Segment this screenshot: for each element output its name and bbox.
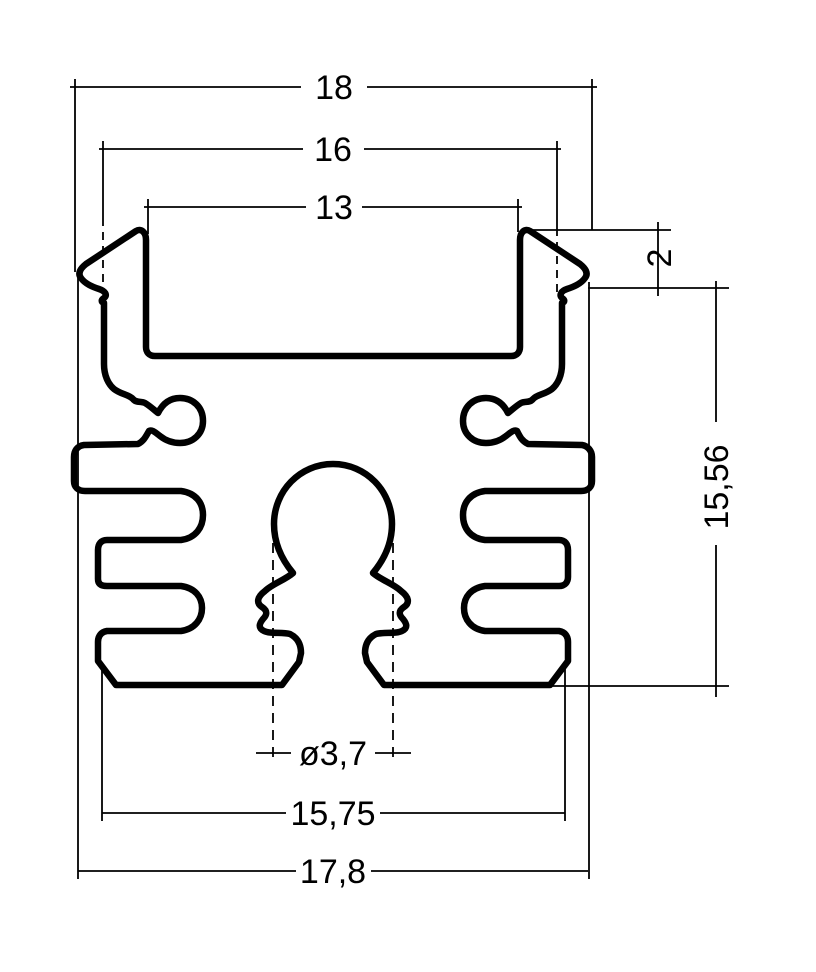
dimension-overall-width: 18 <box>70 69 597 272</box>
profile-outline-path <box>70 226 596 689</box>
dimension-channel-width: 13 <box>144 189 522 234</box>
dimension-base-width: 17,8 <box>77 277 590 891</box>
dimension-label-screw-hole-diameter: ø3,7 <box>299 735 367 773</box>
dimension-label-channel-width: 13 <box>315 189 353 227</box>
dimension-label-base-width: 17,8 <box>300 853 366 891</box>
dimension-screw-hole-diameter: ø3,7 <box>256 735 411 773</box>
dimension-label-overall-width: 18 <box>315 69 353 107</box>
dimension-fin-span: 15,75 <box>101 662 566 833</box>
dimension-label-profile-height: 15,56 <box>698 444 736 529</box>
dimension-label-wall-width: 16 <box>314 131 352 169</box>
dimension-profile-height: 15,56 <box>548 281 736 697</box>
dimension-wall-width: 16 <box>99 131 561 295</box>
dimension-lip-depth: 2 <box>523 222 729 296</box>
dimension-label-fin-span: 15,75 <box>290 795 375 833</box>
dimension-label-lip-depth: 2 <box>641 249 679 268</box>
screw-hole-projection-lines <box>272 543 394 761</box>
